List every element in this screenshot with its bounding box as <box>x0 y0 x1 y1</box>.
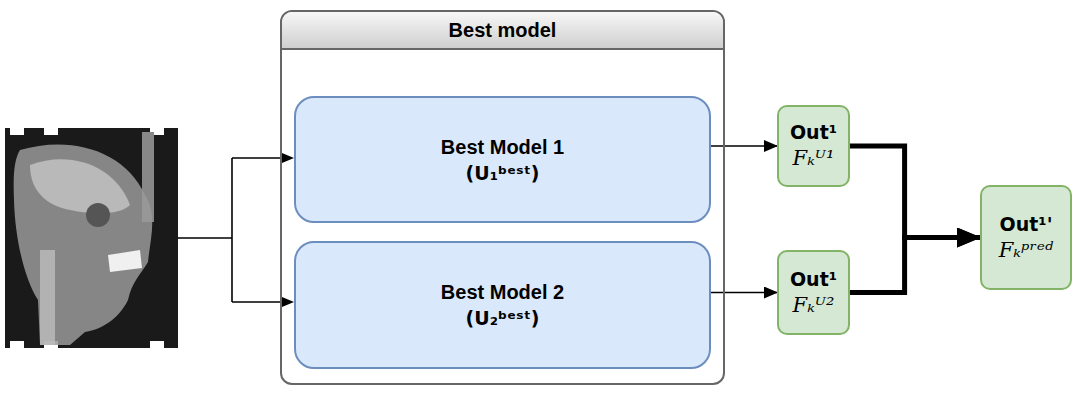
node-title: Out¹' <box>1000 212 1053 236</box>
node-subtitle: Fₖᵁ² <box>793 291 835 319</box>
output-box: Out¹'Fₖᵖʳᵉᵈ <box>980 185 1072 290</box>
arrow-head <box>282 153 294 163</box>
cranium <box>30 159 130 213</box>
film-mark <box>150 341 164 348</box>
group-container: Best modelBest Model 1(U₁ᵇᵉˢᵗ)Best Model… <box>280 10 725 385</box>
node-title: Best model <box>449 19 557 42</box>
output-box: Out¹Fₖᵁ¹ <box>777 105 850 187</box>
node-title: Best Model 2 <box>441 279 564 305</box>
model-box: Best Model 1(U₁ᵇᵉˢᵗ) <box>294 96 711 223</box>
node-subtitle: Fₖᵁ¹ <box>793 144 835 172</box>
merge-connector <box>850 146 980 238</box>
arrow-head <box>282 297 294 307</box>
film-mark <box>44 128 58 135</box>
node-subtitle: (U₁ᵇᵉˢᵗ) <box>466 160 540 186</box>
node-title: Out¹ <box>790 267 837 291</box>
input-line <box>178 237 232 239</box>
node-subtitle: (U₂ᵇᵉˢᵗ) <box>466 305 540 331</box>
cervical-spine <box>40 250 55 345</box>
output-box: Out¹Fₖᵁ² <box>777 250 850 335</box>
header-band: Best model <box>282 12 723 50</box>
node-title: Out¹ <box>790 120 837 144</box>
node-title: Best Model 1 <box>441 134 564 160</box>
merge-connector <box>850 238 980 293</box>
film-mark <box>10 341 24 348</box>
orbit <box>86 203 110 227</box>
split-line <box>231 158 233 302</box>
connector-arrow <box>711 145 777 147</box>
xray-background <box>5 128 178 348</box>
node-subtitle: Fₖᵖʳᵉᵈ <box>999 236 1053 264</box>
input-branch <box>232 301 284 303</box>
model-box: Best Model 2(U₂ᵇᵉˢᵗ) <box>294 241 711 369</box>
teeth <box>108 250 142 272</box>
skull-shape <box>14 144 153 345</box>
connector-arrow <box>711 292 777 294</box>
film-mark <box>10 128 24 135</box>
input-branch <box>232 157 284 159</box>
